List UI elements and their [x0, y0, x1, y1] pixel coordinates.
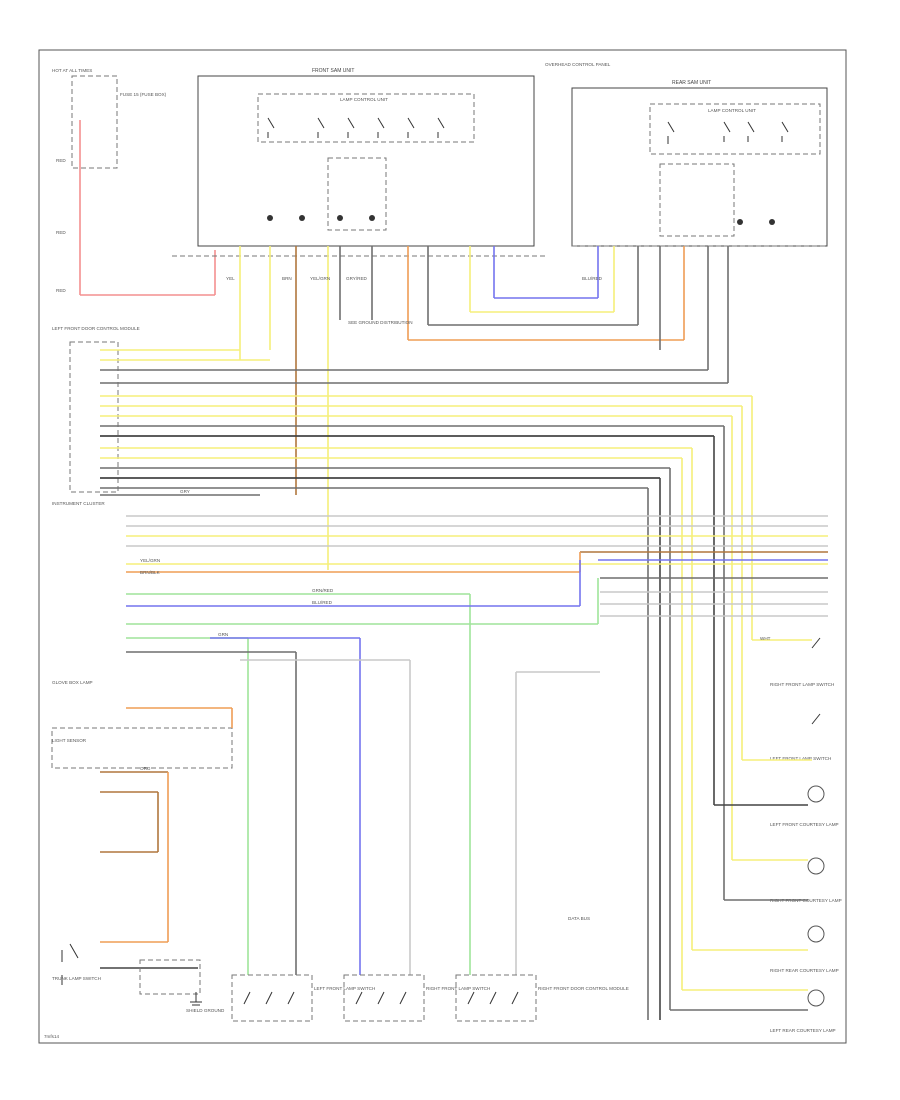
front-sam-label: FRONT SAM UNIT: [312, 68, 354, 74]
left-front-switch-label: LEFT FRONT LAMP SWITCH: [314, 986, 375, 991]
rear-sam-box: [571, 87, 828, 247]
see-ground-label: SEE GROUND DISTRIBUTION: [348, 320, 413, 325]
diagram-frame: [38, 49, 847, 1044]
glove-box-area: GLOVE BOX LAMP LIGHT SENSOR ORG: [51, 680, 233, 943]
wire-label-yel-grn: YEL/GRN: [310, 276, 330, 281]
terminal-dot-3: [337, 215, 343, 221]
left-rear-lamp-icon: [807, 989, 825, 1007]
wire-label-gry-red: GRY/RED: [346, 276, 368, 281]
glove-box-lamp-label: GLOVE BOX LAMP: [52, 680, 93, 685]
wire-label-wht: WHT: [760, 636, 771, 641]
wire-label-yel-grn-2: YEL/GRN: [140, 558, 160, 563]
terminal-dot-6: [769, 219, 775, 225]
wire-label-grn: GRN: [218, 632, 228, 637]
overhead-panel-label: OVERHEAD CONTROL PANEL: [545, 62, 611, 67]
wire-label-red-2: RED: [56, 230, 66, 235]
relay-switch-2: [317, 117, 325, 138]
wire-label-blu-red-2: BLU/RED: [312, 600, 333, 605]
lamp-control-unit-1-label: LAMP CONTROL UNIT: [340, 97, 388, 102]
left-front-door-control-label: LEFT FRONT DOOR CONTROL MODULE: [52, 326, 140, 331]
shield-ground-label: SHIELD GROUND: [186, 1008, 225, 1013]
relay-switch-4: [377, 117, 385, 138]
trunk-lamp-switch-label: TRUNK LAMP SWITCH: [52, 976, 101, 981]
data-bus-label: DATA BUS: [568, 916, 590, 921]
lamp-control-unit-2: [649, 103, 821, 155]
shield-ground-box: [139, 959, 201, 995]
rear-sam-unit: REAR SAM UNIT OVERHEAD CONTROL PANEL LAM…: [545, 62, 828, 247]
fuse-box-area: HOT AT ALL TIMES FUSE 15 (FUSE BOX) RED …: [52, 68, 216, 296]
left-rear-lamp-label: LEFT REAR COURTESY LAMP: [770, 1028, 836, 1033]
terminal-dot-2: [299, 215, 305, 221]
wire-label-red-3: RED: [56, 288, 66, 293]
front-sam-unit: FRONT SAM UNIT LAMP CONTROL UNIT: [197, 68, 535, 247]
left-door-module-box: [69, 341, 119, 493]
wire-label-grn-red: GRN/RED: [312, 588, 334, 593]
lamp-control-unit-2-label: LAMP CONTROL UNIT: [708, 108, 756, 113]
right-front-door-box: [455, 974, 537, 1022]
relay-switch-5: [407, 117, 415, 138]
terminal-dot-5: [737, 219, 743, 225]
terminal-dot-1: [267, 215, 273, 221]
switch-control-wires: GRN/RED BLU/RED GRN: [126, 560, 600, 975]
wire-label-red: RED: [56, 158, 66, 163]
instrument-cluster-label: INSTRUMENT CLUSTER: [52, 501, 105, 506]
left-front-lamp-icon: [807, 785, 825, 803]
right-front-door-symbol: [467, 991, 519, 1005]
relay-switch-7: [667, 121, 675, 144]
light-sensor-label: LIGHT SENSOR: [52, 738, 87, 743]
rear-sam-label: REAR SAM UNIT: [672, 80, 711, 86]
right-front-switch-symbol: [355, 991, 407, 1005]
right-lamps: RIGHT FRONT LAMP SWITCH LEFT FRONT LAMP …: [670, 636, 842, 1033]
right-rear-lamp-icon: [807, 925, 825, 943]
relay-switch-10: [781, 121, 789, 142]
front-sam-sub-box: [327, 157, 387, 231]
relay-switch-9: [747, 121, 755, 142]
left-front-door-control: LEFT FRONT DOOR CONTROL MODULE GRY: [52, 326, 752, 496]
shield-ground-symbol: [190, 992, 202, 1006]
wire-label-gry: GRY: [180, 489, 190, 494]
wire-label-brn: BRN: [282, 276, 292, 281]
relay-switch-6: [437, 117, 445, 138]
left-front-lamp-label: LEFT FRONT COURTESY LAMP: [770, 822, 839, 827]
fuse-box: [71, 75, 118, 169]
rear-sam-sub-box: [659, 163, 735, 237]
right-front-lamp-icon: [807, 857, 825, 875]
front-sam-box: [197, 75, 535, 247]
left-front-lamp-switch-label: LEFT FRONT LAMP SWITCH: [770, 756, 831, 761]
wire-label-org: ORG: [140, 766, 151, 771]
fuse-box-label: FUSE 15 (FUSE BOX): [120, 92, 167, 97]
right-front-lamp-switch-label: RIGHT FRONT LAMP SWITCH: [770, 682, 834, 687]
trunk-switch-symbol: [61, 943, 79, 985]
relay-switch-3: [347, 117, 355, 138]
wire-label-blu-red: BLU/RED: [582, 276, 603, 281]
right-side-drops: [647, 396, 753, 1020]
lf-lamp-switch-symbol: [811, 713, 821, 725]
terminal-dot-4: [369, 215, 375, 221]
left-front-switch-box: [231, 974, 313, 1022]
right-front-switch-box: [343, 974, 425, 1022]
instrument-cluster: INSTRUMENT CLUSTER YEL/GRN BRN/BLK: [52, 501, 828, 617]
rf-lamp-switch-symbol: [811, 637, 821, 649]
relay-switch-8: [723, 121, 731, 142]
right-front-door-control-label: RIGHT FRONT DOOR CONTROL MODULE: [538, 986, 629, 991]
light-sensor-box: [51, 727, 233, 769]
left-front-switch-symbol: [243, 991, 295, 1005]
bottom-components: TRUNK LAMP SWITCH SHIELD GROUND LEFT FRO…: [44, 916, 629, 1039]
wire-label-yel: YEL: [226, 276, 235, 281]
hot-at-all-times-label: HOT AT ALL TIMES: [52, 68, 92, 73]
right-front-switch-label: RIGHT FRONT LAMP SWITCH: [426, 986, 490, 991]
right-rear-lamp-label: RIGHT REAR COURTESY LAMP: [770, 968, 839, 973]
sam-vertical-wires: YEL BRN YEL/GRN GRY/RED BLU/RED SEE GROU…: [226, 246, 729, 570]
figure-id-label: 7mfs14: [44, 1034, 60, 1039]
wire-label-brn-blk: BRN/BLK: [140, 570, 161, 575]
relay-switch-1: [267, 117, 275, 138]
lamp-control-unit-1: [257, 93, 475, 143]
